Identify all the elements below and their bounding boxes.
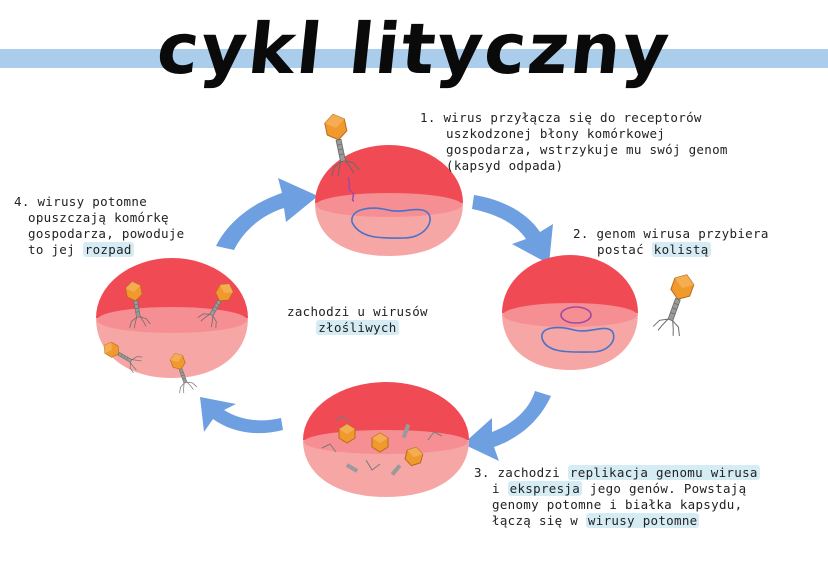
cell-step2 — [502, 255, 701, 370]
step2-caption: 2. genom wirusa przybiera postać kolistą — [573, 226, 769, 258]
cell-step3 — [303, 382, 469, 497]
step3-text: i — [492, 481, 508, 496]
step1-caption: 1. wirus przyłącza się do receptorów usz… — [420, 110, 728, 174]
cell-step1 — [315, 110, 463, 256]
step4-highlight: rozpad — [82, 242, 134, 257]
step4-line: gospodarza, powoduje — [28, 226, 185, 241]
step3-text: łączą się w — [492, 513, 586, 528]
step2-line: 2. genom wirusa przybiera — [573, 226, 769, 241]
tail-fragment — [401, 423, 411, 439]
cell-step4 — [96, 258, 248, 395]
tail-fragment — [390, 464, 402, 476]
step3-highlight: ekspresja — [507, 481, 583, 496]
tail-fiber — [321, 443, 337, 453]
step1-line: (kapsyd odpada) — [446, 158, 564, 173]
genome-linear-2 — [541, 326, 615, 353]
center-note-line: zachodzi u wirusów — [287, 304, 428, 319]
genome-linear-1 — [351, 207, 431, 239]
tail-fiber — [365, 459, 381, 471]
arrow-step1-to-step2 — [472, 195, 553, 264]
tail-fiber — [427, 431, 443, 441]
tail-fiber — [335, 415, 351, 423]
step1-line: gospodarza, wstrzykuje mu swój genom — [446, 142, 728, 157]
genome-circular — [560, 306, 592, 324]
step3-text: jego genów. Powstają — [582, 481, 747, 496]
step1-line: uszkodzonej błony komórkowej — [446, 126, 666, 141]
step4-line: 4. wirusy potomne — [14, 194, 148, 209]
arrow-step3-to-step4 — [200, 397, 283, 434]
title-band — [0, 49, 828, 68]
injected-genome — [347, 176, 355, 202]
center-note-highlight: złośliwych — [316, 320, 399, 335]
center-note: zachodzi u wirusów złośliwych — [287, 304, 428, 336]
arrow-step4-to-step1 — [216, 178, 318, 250]
step3-text: 3. zachodzi — [474, 465, 568, 480]
tail-fragment — [345, 463, 359, 473]
step3-line: genomy potomne i białka kapsydu, — [492, 497, 743, 512]
step2-highlight: kolistą — [651, 242, 711, 257]
arrow-step2-to-step3 — [463, 391, 551, 461]
step3-highlight: wirusy potomne — [585, 513, 700, 528]
cycle-arrows — [200, 178, 553, 461]
step2-text: postać — [597, 242, 652, 257]
step1-line: 1. wirus przyłącza się do receptorów — [420, 110, 702, 125]
step3-caption: 3. zachodzi replikacja genomu wirusa i e… — [474, 465, 760, 529]
step3-highlight: replikacja genomu wirusa — [567, 465, 760, 480]
step4-text: to jej — [28, 242, 83, 257]
phage-detached-icon — [651, 269, 701, 339]
step4-caption: 4. wirusy potomne opuszczają komórkę gos… — [14, 194, 185, 258]
step4-line: opuszczają komórkę — [28, 210, 169, 225]
